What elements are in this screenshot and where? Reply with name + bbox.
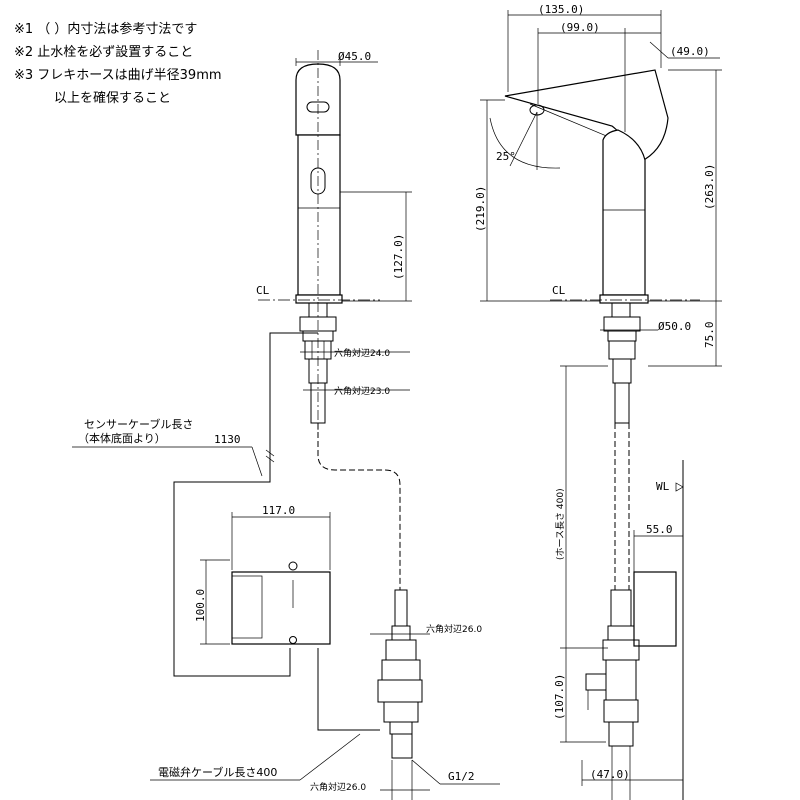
dim-55: 55.0 [646, 523, 673, 536]
thread-label: G1/2 [448, 770, 475, 783]
valve-connector [389, 721, 413, 735]
side-spout [504, 69, 669, 163]
side-hose-top [614, 382, 630, 424]
valve-body [381, 659, 421, 681]
box-screw-top [288, 561, 298, 571]
side-cl-label: CL [552, 284, 566, 297]
note-1: ※1 （ ）内寸法は参考寸法です [14, 22, 198, 37]
valve-hose [394, 589, 408, 627]
control-box [231, 571, 331, 645]
dim-107: (107.0) [553, 674, 566, 720]
dim-99: (99.0) [560, 21, 600, 34]
side-control-box [633, 571, 677, 647]
dim-127: (127.0) [392, 234, 405, 280]
side-hose-fitting [612, 358, 632, 384]
side-hex-nut [608, 340, 636, 360]
dim-dia-45: Ø45.0 [338, 50, 371, 63]
side-view: (135.0) (99.0) (49.0) 25° (219.0) (263.0… [474, 3, 722, 800]
dim-hex-26-top: 六角対辺26.0 [426, 623, 482, 635]
dim-135: (135.0) [538, 3, 584, 16]
side-washer [607, 330, 637, 342]
side-valve-connector [585, 673, 607, 691]
angle-arc [489, 117, 561, 169]
side-body [602, 129, 646, 296]
dim-47: (47.0) [590, 768, 630, 781]
valve-cable [317, 648, 380, 731]
wl-label: WL [656, 480, 670, 493]
dim-117: 117.0 [262, 504, 295, 517]
notes-block: ※1 （ ）内寸法は参考寸法です ※2 止水栓を必ず設置すること ※3 フレキホ… [14, 18, 222, 110]
valve-solenoid [377, 679, 423, 703]
front-base [295, 294, 343, 304]
note-3: ※3 フレキホースは曲げ半径39mm [14, 68, 222, 83]
flexible-hose [317, 423, 401, 590]
angle-25: 25° [496, 150, 516, 163]
front-body [297, 134, 341, 296]
dim-hose-length: (ホース長さ 400) [555, 488, 566, 560]
sensor-cable [173, 332, 318, 677]
sensor-cable-sub: （本体底面より） [78, 431, 166, 445]
front-view: Ø45.0 (127.0) CL 六角対辺24.0 六角対辺23.0 センサーケ… [72, 50, 500, 800]
dim-hex-26-bottom: 六角対辺26.0 [310, 781, 366, 793]
dim-75: 75.0 [703, 322, 716, 349]
leader [251, 446, 263, 477]
side-base [599, 294, 649, 304]
dim-100: 100.0 [194, 589, 207, 622]
box-screw-bottom [289, 636, 297, 644]
dim-219: (219.0) [474, 186, 487, 232]
dim-hex-23: 六角対辺23.0 [334, 385, 390, 397]
valve-lower [383, 701, 419, 723]
dim-263: (263.0) [703, 164, 716, 210]
note-2: ※2 止水栓を必ず設置すること [14, 45, 194, 60]
cable-break [265, 449, 275, 463]
side-shank [611, 302, 631, 318]
dim-49: (49.0) [670, 45, 710, 58]
side-valve-hose [610, 589, 632, 627]
front-cl-label: CL [256, 284, 270, 297]
leader [649, 41, 669, 59]
side-valve-lower [603, 699, 639, 723]
valve-cable-label: 電磁弁ケーブル長さ400 [158, 765, 277, 779]
sensor-cable-length: 1130 [214, 433, 241, 446]
note-4: 以上を確保すること [54, 91, 172, 106]
side-valve-body [605, 659, 637, 701]
side-valve-nut [607, 625, 635, 641]
leader [411, 759, 441, 785]
side-valve-inlet [608, 721, 634, 747]
dim-hex-24: 六角対辺24.0 [334, 347, 390, 359]
sensor-cable-label: センサーケーブル長さ [84, 417, 193, 431]
valve-body-top [385, 639, 417, 661]
side-mount-nut [603, 316, 641, 332]
dim-dia-50: Ø50.0 [658, 320, 691, 333]
leader [299, 733, 361, 781]
angle-line [509, 111, 538, 167]
box-inner [231, 575, 263, 639]
valve-inlet-nut [391, 733, 413, 759]
valve-nut-top [391, 625, 411, 641]
wl-marker [675, 482, 684, 492]
